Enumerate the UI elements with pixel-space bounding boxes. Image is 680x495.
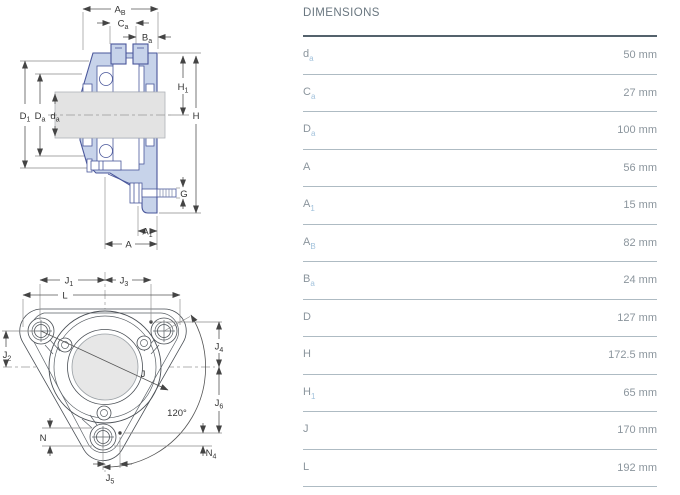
dimension-symbol: D [303, 310, 311, 323]
cross-section-drawing: AB Ca Ba H1 H D1 Da da G A1 A [20, 5, 201, 251]
dimension-subscript: a [310, 279, 315, 289]
dimension-value: 127 mm [617, 311, 657, 324]
dimension-value: 192 mm [617, 461, 657, 474]
label-G: G [180, 189, 187, 200]
dimension-value: 100 mm [617, 124, 657, 137]
dimension-label: A [303, 161, 310, 175]
dimension-label: J [303, 423, 309, 437]
dimension-value: 172.5 mm [608, 349, 657, 362]
front-dimension-lines [2, 277, 222, 467]
dimension-label: L [303, 461, 309, 475]
dimension-symbol: A [303, 160, 311, 173]
dimension-label: A1 [303, 198, 315, 214]
dimension-value: 50 mm [623, 49, 657, 62]
dimension-label: Ca [303, 85, 316, 101]
dimension-row: A1 15 mm [303, 187, 657, 225]
dimension-symbol: L [303, 460, 310, 473]
label-AB: AB [114, 5, 125, 18]
label-J1: J1 [65, 276, 74, 289]
dimension-row: D 127 mm [303, 300, 657, 337]
label-J3: J3 [120, 276, 129, 289]
section-dimension-lines [22, 6, 199, 247]
dimension-row: A 56 mm [303, 150, 657, 187]
angle-arc-120 [102, 314, 206, 471]
dimension-symbol: A [303, 235, 311, 248]
ball-upper [99, 72, 113, 86]
front-view-drawing: J1 J3 L J2 J4 J6 J 120° N N4 J5 [2, 272, 224, 486]
label-N: N [40, 433, 47, 444]
dimension-subscript: 1 [310, 204, 315, 214]
dimension-value: 65 mm [623, 386, 657, 399]
label-A1: A1 [142, 227, 152, 240]
label-J4: J4 [215, 342, 224, 355]
label-da: da [50, 111, 59, 124]
dimension-row: H 172.5 mm [303, 337, 657, 375]
dimension-value: 82 mm [623, 236, 657, 249]
dimension-value: 15 mm [623, 199, 657, 212]
dimension-label: Da [303, 123, 316, 139]
dimension-value: 27 mm [623, 86, 657, 99]
gusset-line [107, 173, 134, 186]
ball-lower [99, 144, 113, 158]
dimension-symbol: d [303, 48, 310, 61]
dimension-symbol: C [303, 85, 311, 98]
dimension-row: Ba 24 mm [303, 262, 657, 300]
dimension-row: AB 82 mm [303, 225, 657, 262]
label-angle-120: 120° [167, 408, 187, 419]
label-D1: D1 [20, 111, 31, 124]
label-Ca: Ca [118, 19, 129, 32]
top-screws [110, 43, 149, 65]
thread-hatch [159, 189, 173, 197]
dimension-value: 56 mm [623, 161, 657, 174]
section-dimension-labels: AB Ca Ba H1 H D1 Da da G A1 A [20, 5, 200, 251]
label-H: H [193, 111, 200, 122]
dimensions-table: DIMENSIONS da 50 mm Ca 27 mm Da 100 mm A… [303, 0, 657, 487]
table-header-rule [303, 35, 657, 37]
dimension-symbol: B [303, 273, 311, 286]
dimension-symbol: H [303, 348, 311, 361]
dimension-row: J 170 mm [303, 412, 657, 450]
dimension-value: 24 mm [623, 274, 657, 287]
dimensions-rows: da 50 mm Ca 27 mm Da 100 mm A 56 mm A1 1… [303, 37, 657, 487]
dimension-label: Ba [303, 273, 315, 289]
dimension-row: Da 100 mm [303, 112, 657, 150]
dimension-symbol: H [303, 385, 311, 398]
shaft-end [71, 333, 139, 401]
dimension-row: H1 65 mm [303, 375, 657, 412]
dimension-value: 170 mm [617, 424, 657, 437]
dimension-subscript: B [310, 241, 316, 251]
collar-set-screw [86, 158, 122, 173]
dimension-label: AB [303, 235, 316, 251]
label-J5: J5 [106, 473, 115, 486]
dimensions-table-title: DIMENSIONS [303, 7, 380, 19]
dimension-subscript: a [310, 129, 316, 139]
dimension-label: da [303, 48, 314, 64]
leader-dot-bottom [118, 431, 122, 435]
dimension-subscript: a [309, 54, 314, 64]
label-N4: N4 [206, 448, 217, 461]
label-J2: J2 [3, 350, 12, 363]
dimension-label: H1 [303, 385, 316, 401]
label-A: A [125, 240, 132, 251]
label-L: L [62, 291, 67, 302]
dimension-label: D [303, 311, 311, 325]
dimension-label: H [303, 348, 311, 362]
dimension-symbol: J [303, 423, 309, 436]
label-Da: Da [35, 111, 46, 124]
dimension-subscript: 1 [310, 391, 316, 401]
dimension-row: Ca 27 mm [303, 75, 657, 112]
dimension-subscript: a [310, 91, 316, 101]
front-dimension-labels: J1 J3 L J2 J4 J6 J 120° N N4 J5 [3, 276, 224, 486]
dimension-symbol: D [303, 123, 311, 136]
dimension-symbol: A [303, 198, 311, 211]
label-Ba: Ba [142, 33, 152, 46]
flange-bolt [129, 182, 177, 204]
dimension-row: da 50 mm [303, 37, 657, 75]
label-J6: J6 [215, 398, 224, 411]
label-H1: H1 [178, 82, 189, 95]
dimension-row: L 192 mm [303, 450, 657, 487]
label-J: J [141, 369, 146, 380]
